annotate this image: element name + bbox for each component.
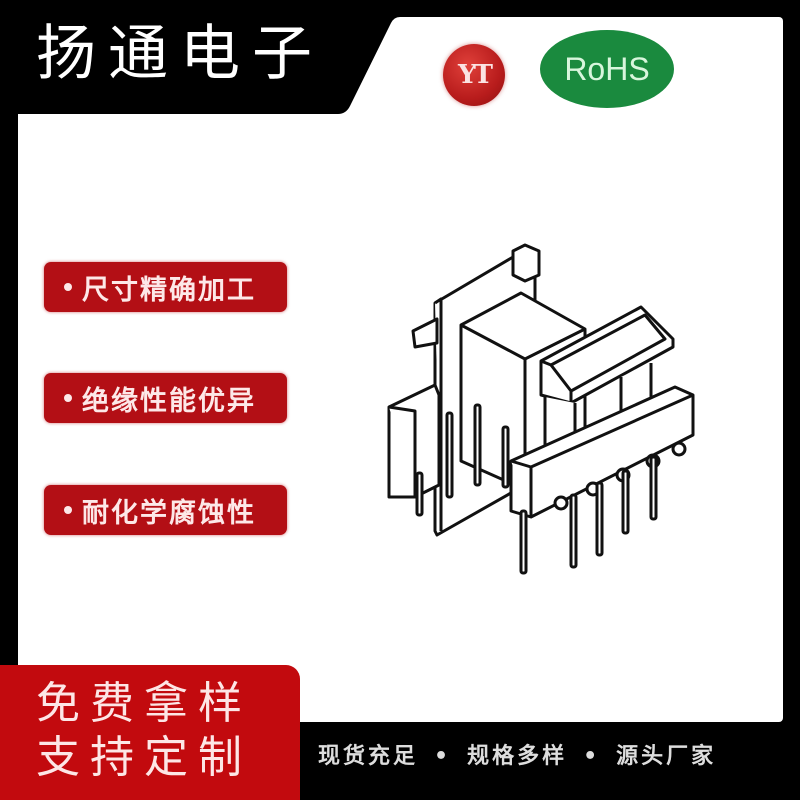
footer-item-factory-direct: 源头厂家 <box>616 744 717 769</box>
brand-title: 扬通电子 <box>36 19 324 89</box>
header-banner <box>0 0 800 114</box>
separator-dot: • <box>583 744 601 769</box>
bullet-icon <box>64 283 72 291</box>
footer-item-in-stock: 现货充足 <box>318 744 419 769</box>
footer-strip <box>300 722 800 800</box>
content-panel <box>18 17 783 722</box>
cta-customization: 支持定制 <box>36 732 252 783</box>
feature-label: 绝缘性能优异 <box>82 385 256 417</box>
rohs-badge: RoHS <box>540 30 674 108</box>
feature-label: 尺寸精确加工 <box>82 274 256 306</box>
feature-badge-insulation: 绝缘性能优异 <box>44 373 287 423</box>
yt-logo-icon: YT <box>443 44 505 106</box>
feature-label: 耐化学腐蚀性 <box>82 497 256 529</box>
separator-dot: • <box>434 744 452 769</box>
transformer-bobbin-icon <box>387 243 695 575</box>
free-sample-cta: 免费拿样 支持定制 <box>0 665 300 800</box>
bullet-icon <box>64 506 72 514</box>
footer-tagline: 现货充足 • 规格多样 • 源头厂家 <box>318 738 716 770</box>
feature-badge-precision: 尺寸精确加工 <box>44 262 287 312</box>
cta-free-sample: 免费拿样 <box>36 678 252 729</box>
feature-badge-chemical-resistance: 耐化学腐蚀性 <box>44 485 287 535</box>
footer-item-variety: 规格多样 <box>467 744 568 769</box>
bullet-icon <box>64 394 72 402</box>
